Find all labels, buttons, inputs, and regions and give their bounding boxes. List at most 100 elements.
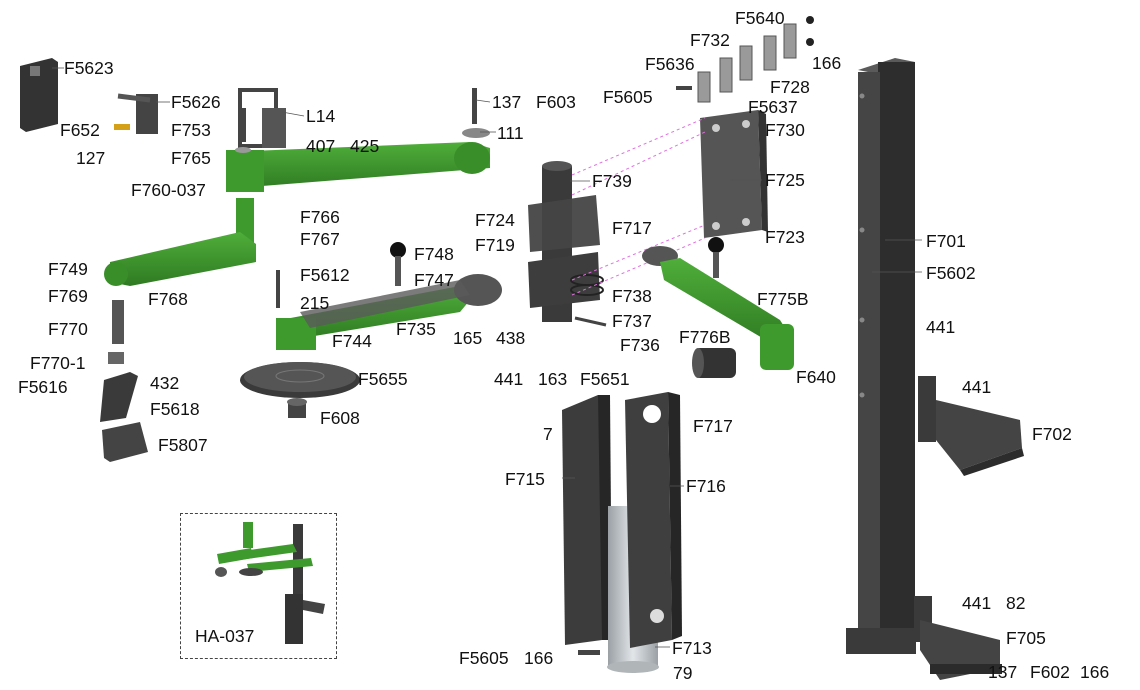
label-f715: F715	[505, 469, 545, 489]
bolt-hole	[859, 93, 865, 99]
label-ha-037: HA-037	[195, 626, 255, 646]
label-f766: F766	[300, 207, 340, 227]
bracket-f702	[918, 376, 1024, 476]
housing-f715-f716	[562, 392, 682, 673]
label-f736: F736	[620, 335, 660, 355]
label-166-lower: 166	[524, 648, 554, 668]
label-407: 407	[306, 136, 336, 156]
label-f5602: F5602	[926, 263, 976, 283]
label-l14: L14	[306, 106, 336, 126]
arm-f749	[104, 198, 256, 286]
label-f776b: F776B	[679, 327, 731, 347]
label-f5655: F5655	[358, 369, 408, 389]
label-f5616: F5616	[18, 377, 68, 397]
label-f5605: F5605	[603, 87, 653, 107]
column-front-face	[858, 72, 880, 647]
label-425: 425	[350, 136, 380, 156]
label-f701: F701	[926, 231, 966, 251]
label-f705: F705	[1006, 628, 1046, 648]
label-79: 79	[673, 663, 693, 683]
label-f5618: F5618	[150, 399, 200, 419]
label-f753: F753	[171, 120, 211, 140]
label-441-base: 441	[962, 593, 992, 613]
label-166-base: 166	[1080, 662, 1110, 682]
label-f748: F748	[414, 244, 454, 264]
bolt-hole	[859, 317, 865, 323]
part-f5626	[114, 93, 158, 134]
label-f602: F602	[1030, 662, 1070, 682]
label-f723: F723	[765, 227, 805, 247]
knob-f776	[708, 237, 724, 253]
inset-assembly-preview	[180, 513, 337, 659]
label-441-bracket: 441	[962, 377, 992, 397]
plate-f725	[700, 110, 768, 238]
label-f739: F739	[592, 171, 632, 191]
label-f716: F716	[686, 476, 726, 496]
label-f738: F738	[612, 286, 652, 306]
label-f5651: F5651	[580, 369, 630, 389]
arm-f760-037	[226, 88, 490, 192]
label-f732: F732	[690, 30, 730, 50]
knob-f748	[390, 242, 406, 258]
arm-f775b	[642, 246, 794, 370]
label-f5612: F5612	[300, 265, 350, 285]
label-163: 163	[538, 369, 568, 389]
part-f5807	[102, 422, 148, 462]
label-f775b: F775B	[757, 289, 809, 309]
label-f5637: F5637	[748, 97, 798, 117]
label-f728: F728	[770, 77, 810, 97]
part-f5623	[20, 58, 58, 132]
label-f724: F724	[475, 210, 515, 230]
label-f5640: F5640	[735, 8, 785, 28]
label-f5636: F5636	[645, 54, 695, 74]
inset-artwork	[215, 522, 325, 644]
label-f713: F713	[672, 638, 712, 658]
label-f747: F747	[414, 270, 454, 290]
label-f765: F765	[171, 148, 211, 168]
label-7: 7	[543, 424, 553, 444]
housing-panel-f716	[625, 392, 672, 648]
label-441: 441	[494, 369, 524, 389]
label-f717: F717	[612, 218, 652, 238]
label-f5626: F5626	[171, 92, 221, 112]
label-f5605-lower: F5605	[459, 648, 509, 668]
label-438: 438	[496, 328, 526, 348]
label-f603: F603	[536, 92, 576, 112]
bolt-hole	[859, 227, 865, 233]
label-137: 137	[492, 92, 522, 112]
part-f770	[108, 300, 124, 364]
label-432: 432	[150, 373, 180, 393]
label-127: 127	[76, 148, 106, 168]
bolt-hole	[859, 392, 865, 398]
cylinder-f739	[528, 161, 607, 327]
roller-f776b	[692, 348, 736, 378]
arm-f744	[276, 274, 502, 350]
label-f744: F744	[332, 331, 372, 351]
label-f769: F769	[48, 286, 88, 306]
label-f725: F725	[765, 170, 805, 190]
label-f5807: F5807	[158, 435, 208, 455]
label-f640: F640	[796, 367, 836, 387]
column-f701	[846, 58, 916, 654]
label-215: 215	[300, 293, 330, 313]
label-441-column: 441	[926, 317, 956, 337]
label-166: 166	[812, 53, 842, 73]
housing-panel-f715	[562, 395, 605, 645]
label-f735: F735	[396, 319, 436, 339]
label-f770: F770	[48, 319, 88, 339]
bolts	[235, 86, 692, 655]
housing-hole	[643, 405, 661, 423]
label-111: 111	[497, 123, 524, 143]
label-f749: F749	[48, 259, 88, 279]
label-137-base: 137	[988, 662, 1018, 682]
label-f717-housing: F717	[693, 416, 733, 436]
label-f770-1: F770-1	[30, 353, 86, 373]
column-side-face	[878, 62, 915, 644]
disc-f5655	[240, 362, 360, 418]
label-f768: F768	[148, 289, 188, 309]
column-base	[846, 628, 916, 654]
bracket-f705	[914, 596, 1002, 680]
label-f730: F730	[765, 120, 805, 140]
label-f760-037: F760-037	[131, 180, 206, 200]
